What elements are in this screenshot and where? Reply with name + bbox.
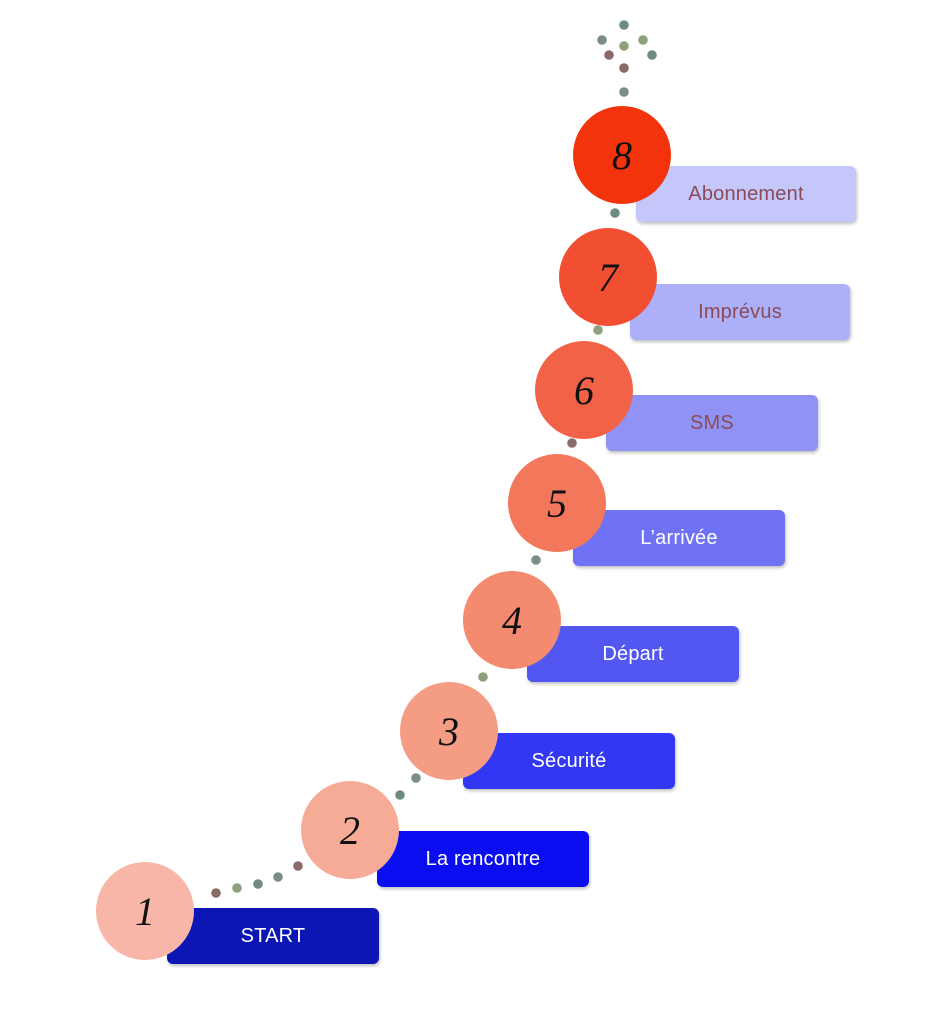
step-7-number: 7	[598, 254, 618, 300]
path-dot	[411, 773, 421, 783]
path-dot	[619, 20, 629, 30]
step-2-number: 2	[340, 807, 360, 853]
step-8-box: Abonnement	[636, 166, 856, 222]
path-dot	[253, 879, 263, 889]
path-dot	[293, 861, 303, 871]
path-dot	[638, 35, 648, 45]
path-dot	[478, 672, 488, 682]
step-3-number: 3	[439, 708, 459, 754]
step-4-box: Départ	[527, 626, 739, 682]
step-2-circle: 2	[301, 781, 399, 879]
step-2-label: La rencontre	[425, 847, 541, 870]
step-5-label: L’arrivée	[640, 526, 718, 549]
step-8-label: Abonnement	[688, 182, 804, 205]
step-6-label: SMS	[690, 411, 734, 434]
step-7-circle: 7	[559, 228, 657, 326]
step-8-number: 8	[612, 132, 632, 178]
path-dot	[593, 325, 603, 335]
step-3-box: Sécurité	[463, 733, 675, 789]
path-dot	[273, 872, 283, 882]
path-dot	[619, 87, 629, 97]
path-dot	[619, 41, 629, 51]
path-dot	[597, 35, 607, 45]
path-dot	[211, 888, 221, 898]
path-dot	[232, 883, 242, 893]
step-4-circle: 4	[463, 571, 561, 669]
path-dot	[531, 555, 541, 565]
path-dot	[647, 50, 657, 60]
step-5-number: 5	[547, 480, 567, 526]
path-dot	[610, 208, 620, 218]
path-dot	[604, 50, 614, 60]
step-1-circle: 1	[96, 862, 194, 960]
step-8-circle: 8	[573, 106, 671, 204]
step-7-label: Imprévus	[698, 300, 782, 323]
step-2-box: La rencontre	[377, 831, 589, 887]
step-3-label: Sécurité	[531, 749, 607, 772]
path-dot	[567, 438, 577, 448]
step-4-label: Départ	[602, 642, 664, 665]
path-dot	[619, 63, 629, 73]
step-1-number: 1	[135, 888, 155, 934]
step-6-circle: 6	[535, 341, 633, 439]
step-1-box: START	[167, 908, 379, 964]
step-4-number: 4	[502, 597, 522, 643]
path-dot	[395, 790, 405, 800]
step-7-box: Imprévus	[630, 284, 850, 340]
step-6-number: 6	[574, 367, 594, 413]
step-1-label: START	[240, 924, 306, 947]
step-5-circle: 5	[508, 454, 606, 552]
step-5-box: L’arrivée	[573, 510, 785, 566]
step-6-box: SMS	[606, 395, 818, 451]
step-3-circle: 3	[400, 682, 498, 780]
